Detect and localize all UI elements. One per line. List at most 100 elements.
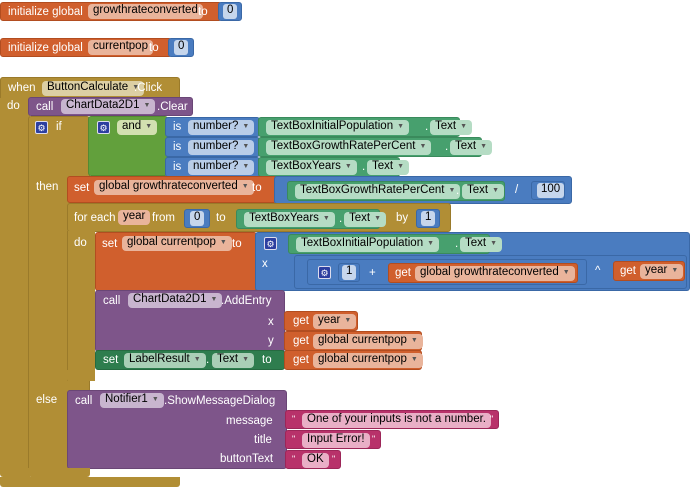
- init-global-currentpop[interactable]: initialize global currentpop to: [0, 38, 172, 57]
- mutator-gear-icon[interactable]: ⚙: [97, 121, 110, 134]
- component-dropdown[interactable]: ChartData2D1▼: [128, 293, 223, 308]
- dot: .: [362, 161, 366, 173]
- number-field[interactable]: 1: [342, 265, 357, 280]
- and-block[interactable]: ⚙ and▼: [88, 116, 168, 176]
- x-param-label: x: [268, 316, 274, 328]
- set-currentpop-block[interactable]: set global currentpop▼ to: [95, 232, 257, 291]
- call-notifier-block[interactable]: call Notifier1▼ .ShowMessageDialog messa…: [67, 390, 287, 469]
- mutator-gear-icon[interactable]: ⚙: [35, 121, 48, 134]
- add-block[interactable]: ⚙ 1 + get global growthrateconverted▼: [307, 259, 587, 285]
- number-field[interactable]: 0: [190, 211, 205, 226]
- set-labelresult-block[interactable]: set LabelResult▼ . Text▼ to: [95, 350, 285, 370]
- number-block[interactable]: 0: [168, 38, 194, 57]
- component-dropdown[interactable]: ChartData2D1▼: [61, 99, 156, 114]
- for-each-block[interactable]: for each year from 0 to TextBoxYears▼ . …: [67, 203, 451, 232]
- component-property-block[interactable]: TextBoxYears▼ . Text▼: [236, 209, 387, 229]
- variable-dropdown[interactable]: global currentpop▼: [313, 353, 423, 368]
- number-block[interactable]: 1: [416, 209, 440, 228]
- quote-icon: ": [292, 434, 296, 444]
- variable-dropdown[interactable]: global currentpop▼: [313, 334, 423, 349]
- variable-dropdown[interactable]: year▼: [640, 264, 684, 279]
- text-field[interactable]: One of your inputs is not a number.: [302, 413, 491, 428]
- operator-label: /: [515, 184, 519, 196]
- divide-block[interactable]: TextBoxGrowthRatePerCent▼ . Text▼ / 100: [274, 176, 572, 204]
- component-property-block[interactable]: TextBoxGrowthRatePerCent▼ . Text▼: [287, 181, 505, 201]
- number-block[interactable]: 1: [338, 263, 360, 282]
- call-clear-block[interactable]: call ChartData2D1▼ .Clear: [28, 97, 193, 116]
- mutator-gear-icon[interactable]: ⚙: [318, 266, 331, 279]
- component-dropdown[interactable]: LabelResult▼: [124, 353, 206, 368]
- text-block-message[interactable]: " One of your inputs is not a number. ": [285, 410, 499, 429]
- variable-dropdown[interactable]: global growthrateconverted▼: [94, 180, 254, 195]
- buttontext-param-label: buttonText: [220, 453, 274, 465]
- component-dropdown[interactable]: TextBoxInitialPopulation▼: [296, 237, 440, 252]
- number-field[interactable]: 0: [174, 40, 189, 55]
- property-dropdown[interactable]: Text▼: [460, 237, 503, 252]
- property-dropdown[interactable]: Text▼: [212, 353, 255, 368]
- quote-icon: ": [332, 454, 336, 464]
- y-param-label: y: [268, 335, 274, 347]
- component-property-block[interactable]: TextBoxInitialPopulation▼ . Text▼: [258, 117, 473, 137]
- component-dropdown[interactable]: ButtonCalculate▼: [42, 81, 145, 96]
- get-growthrate-block[interactable]: get global growthrateconverted▼: [388, 263, 578, 283]
- text-block-title[interactable]: " Input Error! ": [285, 430, 381, 449]
- do-label: do: [7, 100, 20, 112]
- variable-name-field[interactable]: currentpop: [88, 40, 153, 55]
- dot: .: [456, 185, 460, 197]
- text-field[interactable]: OK: [302, 453, 329, 468]
- number-block[interactable]: 0: [184, 209, 210, 228]
- quote-icon: ": [490, 414, 494, 424]
- property-dropdown[interactable]: Text▼: [450, 140, 493, 155]
- property-dropdown[interactable]: Text▼: [344, 212, 387, 227]
- number-field[interactable]: 0: [223, 4, 238, 19]
- number-block[interactable]: 0: [218, 2, 242, 21]
- variable-name-field[interactable]: growthrateconverted: [88, 4, 203, 19]
- power-block[interactable]: ⚙ 1 + get global growthrateconverted▼ ^ …: [294, 255, 687, 289]
- logic-op-dropdown[interactable]: and▼: [117, 120, 158, 135]
- get-currentpop-block[interactable]: get global currentpop▼: [284, 331, 423, 351]
- number-field[interactable]: 1: [421, 211, 436, 226]
- mutator-gear-icon[interactable]: ⚙: [264, 237, 277, 250]
- loop-variable-field[interactable]: year: [118, 210, 151, 225]
- is-number-block[interactable]: is number?▼: [165, 137, 260, 157]
- component-dropdown[interactable]: TextBoxGrowthRatePerCent▼: [295, 184, 461, 199]
- property-dropdown[interactable]: Text▼: [430, 120, 473, 135]
- variable-dropdown[interactable]: global growthrateconverted▼: [415, 266, 575, 281]
- is-number-block[interactable]: is number?▼: [165, 117, 260, 137]
- set-growthrate-block[interactable]: set global growthrateconverted▼ to: [67, 176, 277, 203]
- fn-dropdown[interactable]: number?▼: [188, 160, 255, 175]
- to-label: to: [262, 354, 272, 366]
- keyword: initialize global: [8, 42, 83, 54]
- component-dropdown[interactable]: TextBoxInitialPopulation▼: [266, 120, 410, 135]
- times-label: x: [262, 258, 268, 270]
- property-dropdown[interactable]: Text▼: [462, 184, 505, 199]
- multiply-block[interactable]: ⚙ x TextBoxInitialPopulation▼ . Text▼ ⚙ …: [255, 232, 690, 291]
- component-dropdown[interactable]: TextBoxGrowthRatePerCent▼: [266, 140, 432, 155]
- event-block-left[interactable]: [0, 77, 30, 477]
- component-dropdown[interactable]: Notifier1▼: [100, 393, 164, 408]
- text-block-buttontext[interactable]: " OK ": [285, 450, 341, 469]
- is-number-block[interactable]: is number?▼: [165, 157, 260, 177]
- get-currentpop-block[interactable]: get global currentpop▼: [284, 350, 423, 370]
- component-dropdown[interactable]: TextBoxYears▼: [244, 212, 335, 227]
- variable-dropdown[interactable]: global currentpop▼: [122, 236, 232, 251]
- component-property-block[interactable]: TextBoxInitialPopulation▼ . Text▼: [288, 234, 503, 254]
- number-field[interactable]: 100: [537, 183, 565, 198]
- property-dropdown[interactable]: Text▼: [367, 160, 410, 175]
- get-year-block[interactable]: get year▼: [613, 261, 685, 281]
- method-name: .AddEntry: [221, 295, 272, 307]
- get-year-block[interactable]: get year▼: [284, 311, 358, 331]
- get-label: get: [620, 265, 636, 277]
- fn-dropdown[interactable]: number?▼: [188, 140, 255, 155]
- number-block[interactable]: 100: [531, 181, 565, 200]
- text-field[interactable]: Input Error!: [302, 433, 370, 448]
- component-dropdown[interactable]: TextBoxYears▼: [266, 160, 357, 175]
- component-property-block[interactable]: TextBoxYears▼ . Text▼: [258, 157, 410, 177]
- do-label: do: [74, 237, 87, 249]
- event-block-header[interactable]: when ButtonCalculate▼ .Click: [0, 77, 180, 98]
- init-global-growthrateconverted[interactable]: initialize global growthrateconverted to: [0, 2, 222, 21]
- component-property-block[interactable]: TextBoxGrowthRatePerCent▼ . Text▼: [258, 137, 493, 157]
- variable-dropdown[interactable]: year▼: [313, 314, 357, 329]
- call-addentry-block[interactable]: call ChartData2D1▼ .AddEntry x y: [95, 290, 285, 352]
- fn-dropdown[interactable]: number?▼: [188, 120, 255, 135]
